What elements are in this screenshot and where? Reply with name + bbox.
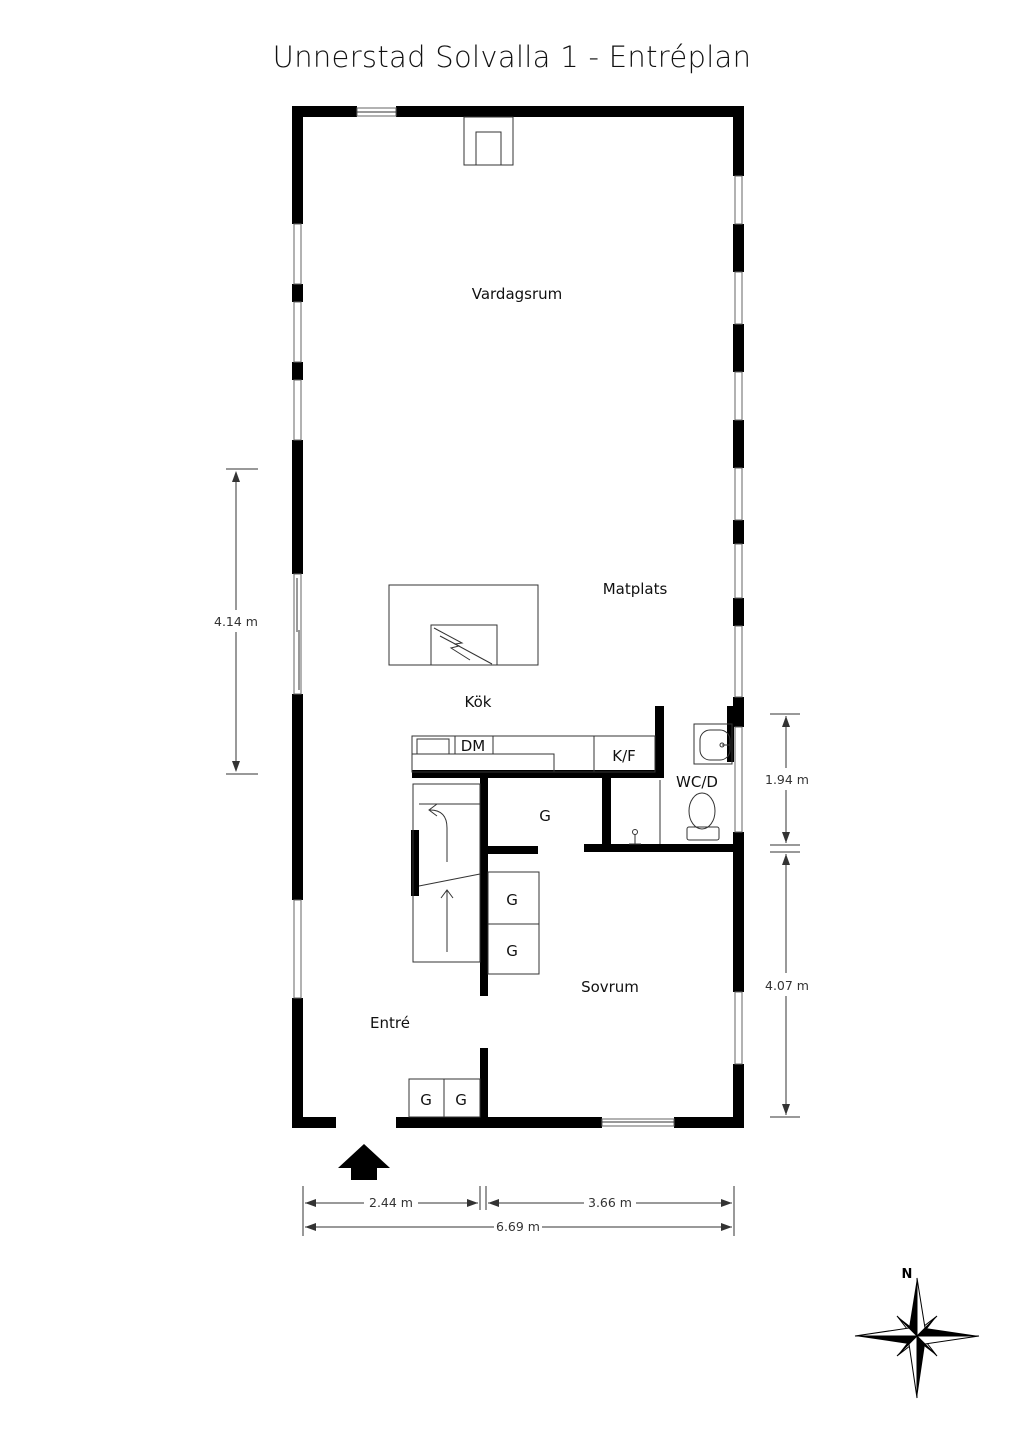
fixture-labels: DM K/F G G G G	[420, 737, 636, 1109]
compass-rose-icon	[854, 1277, 980, 1399]
sink-icon	[693, 723, 733, 765]
entrance-arrow-icon	[338, 1144, 390, 1180]
room-label-dining: Matplats	[603, 580, 668, 598]
wc-fixtures	[629, 723, 733, 845]
windows	[293, 107, 743, 1127]
stove-icon	[430, 624, 498, 666]
label-storage-1: G	[506, 891, 518, 909]
dimension-bottom-right: 3.66 m	[588, 1195, 632, 1210]
dimension-right-lower: 4.07 m	[765, 978, 809, 993]
room-label-kitchen: Kök	[465, 693, 492, 711]
label-storage-4: G	[455, 1091, 467, 1109]
room-label-entry: Entré	[370, 1014, 410, 1032]
dimension-bottom-left: 2.44 m	[369, 1195, 413, 1210]
room-label-closet: G	[539, 807, 551, 825]
dimension-bottom-total: 6.69 m	[496, 1219, 540, 1234]
closets	[408, 871, 540, 1118]
floor-drain-icon	[629, 829, 641, 845]
label-fridge-freezer: K/F	[612, 747, 636, 765]
room-label-living: Vardagsrum	[472, 285, 563, 303]
kitchen-island	[388, 584, 539, 666]
compass-north-label: N	[902, 1267, 913, 1282]
room-labels: Vardagsrum Matplats Kök WC/D G Sovrum En…	[370, 285, 718, 1032]
label-storage-2: G	[506, 942, 518, 960]
dimension-right-upper: 1.94 m	[765, 772, 809, 787]
staircase	[412, 783, 481, 963]
dimension-labels: 4.14 m 1.94 m 4.07 m 2.44 m 3.66 m 6.69 …	[214, 614, 809, 1234]
label-dishwasher: DM	[461, 737, 486, 755]
toilet-icon	[686, 792, 720, 841]
outer-walls	[292, 106, 744, 1128]
room-label-bedroom: Sovrum	[581, 978, 639, 996]
room-label-wc: WC/D	[676, 773, 718, 791]
dimension-lines	[226, 468, 800, 1236]
plan-title: Unnerstad Solvalla 1 - Entréplan	[272, 40, 752, 74]
interior-walls	[411, 706, 737, 1120]
dimension-left: 4.14 m	[214, 614, 258, 629]
kitchen-counter	[411, 735, 656, 773]
fireplace-icon	[463, 116, 514, 166]
label-storage-3: G	[420, 1091, 432, 1109]
